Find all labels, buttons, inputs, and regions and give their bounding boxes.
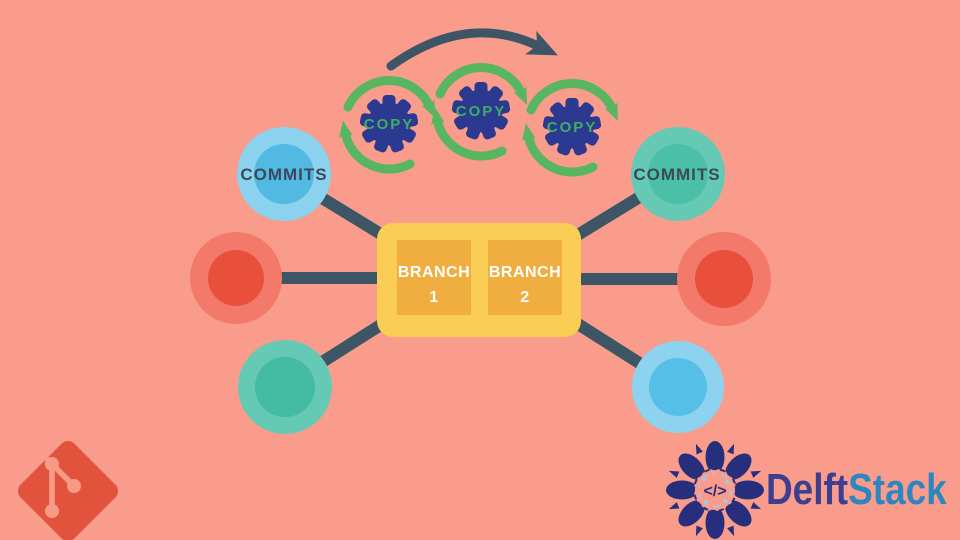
- commit-node-teal-right: [631, 127, 725, 221]
- branch-2-box: [488, 240, 562, 315]
- circuit-dots: [702, 477, 729, 504]
- commits-label-left: COMMITS: [240, 165, 327, 184]
- delftstack-wordmark: DelftStack: [766, 464, 947, 514]
- wordmark-delft: Delft: [766, 464, 849, 514]
- git-logo: [17, 440, 119, 540]
- copy-label-2: COPY: [456, 103, 507, 120]
- commits-label-right: COMMITS: [633, 165, 720, 184]
- flow-arrow-icon: [386, 28, 558, 71]
- branch-1-box: [397, 240, 471, 315]
- branch-2-name: BRANCH: [489, 264, 561, 281]
- branch-panel: BRANCH 1 BRANCH 2: [377, 223, 581, 337]
- delftstack-mandala-icon: </>: [666, 441, 764, 539]
- copy-label-1: COPY: [364, 116, 415, 133]
- git-logo-diamond: [17, 440, 119, 540]
- code-glyph: </>: [703, 483, 726, 500]
- wordmark-stack: Stack: [848, 464, 947, 514]
- copy-label-3: COPY: [547, 119, 598, 136]
- commit-node-red-left: [190, 232, 282, 324]
- branch-1-number: 1: [429, 289, 438, 306]
- delftstack-logo: </> DelftStack: [666, 441, 947, 539]
- circuit-ring: [697, 472, 733, 508]
- commit-node-blue-right: [632, 341, 724, 433]
- branch-2-number: 2: [520, 289, 529, 306]
- commit-node-teal-left: [238, 340, 332, 434]
- commit-node-red-right: [677, 232, 771, 326]
- git-branch-nodes: [45, 457, 81, 518]
- branch-1-name: BRANCH: [398, 264, 470, 281]
- commit-node-blue-left: [237, 127, 331, 221]
